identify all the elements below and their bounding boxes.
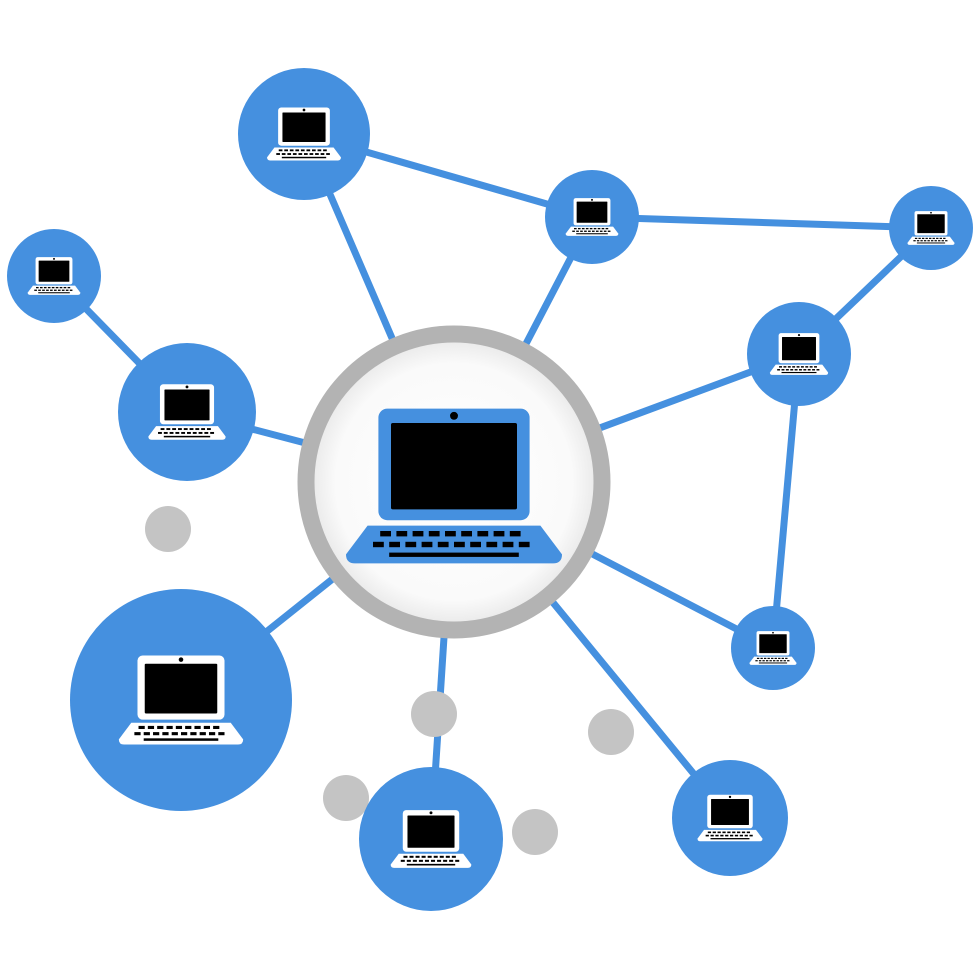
network-node	[70, 589, 292, 811]
nodes	[7, 68, 973, 911]
network-node	[545, 170, 639, 264]
decorative-dots	[145, 506, 634, 855]
hub-node	[297, 325, 611, 639]
decor-dot	[411, 691, 457, 737]
laptop-icon	[769, 333, 829, 375]
laptop-icon	[697, 794, 763, 842]
laptop-icon	[390, 810, 472, 868]
network-node	[7, 229, 101, 323]
network-node	[118, 343, 256, 481]
network-node	[747, 302, 851, 406]
decor-dot	[588, 709, 634, 755]
network-node	[238, 68, 370, 200]
network-node	[731, 606, 815, 690]
decor-dot	[323, 775, 369, 821]
network-node	[889, 186, 973, 270]
laptop-icon	[749, 631, 797, 665]
network-node	[672, 760, 788, 876]
connection-line-n2-n9	[588, 213, 935, 232]
decor-dot	[512, 809, 558, 855]
network-node	[359, 767, 503, 911]
decor-dot	[145, 506, 191, 552]
laptop-icon	[907, 211, 955, 245]
